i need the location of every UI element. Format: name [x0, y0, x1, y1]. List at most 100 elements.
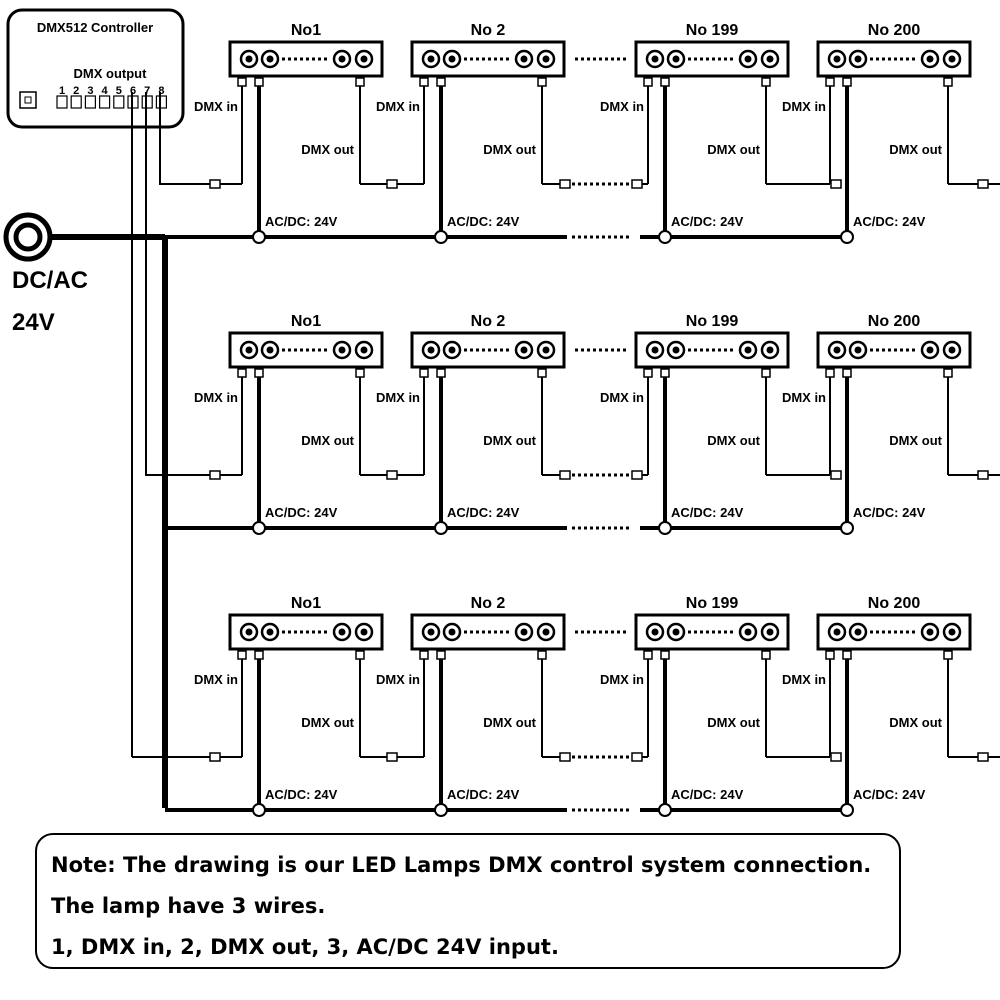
dmx-connector	[559, 179, 571, 189]
lamp-name: No 2	[471, 22, 506, 39]
led-center	[744, 628, 752, 636]
led-center	[448, 55, 456, 63]
led-center	[427, 628, 435, 636]
controller-port-inner	[24, 96, 32, 104]
power-label: AC/DC: 24V	[853, 787, 926, 802]
power-label: AC/DC: 24V	[447, 214, 520, 229]
dmx-connector	[830, 470, 842, 480]
lamp-terminal	[537, 77, 547, 87]
power-junction	[434, 230, 448, 244]
led-center	[833, 55, 841, 63]
dmx-in-label: DMX in	[782, 99, 826, 114]
led-center	[833, 628, 841, 636]
lamp-terminal	[660, 77, 670, 87]
lamp-name: No1	[291, 313, 321, 330]
lamp-terminal	[237, 77, 247, 87]
power-label: AC/DC: 24V	[265, 214, 338, 229]
lamp-terminal	[842, 77, 852, 87]
power-junction	[840, 230, 854, 244]
lamp-terminal	[943, 77, 953, 87]
dmx-channel-number: 3	[87, 85, 93, 97]
lamp-name: No1	[291, 22, 321, 39]
lamp-terminal	[254, 650, 264, 660]
dmx-connector	[209, 752, 221, 762]
dmx-out-label: DMX out	[483, 142, 536, 157]
lamp-terminal	[355, 77, 365, 87]
led-center	[266, 628, 274, 636]
lamp-terminal	[419, 650, 429, 660]
dmx-out-label: DMX out	[301, 142, 354, 157]
led-center	[833, 346, 841, 354]
led-center	[854, 346, 862, 354]
lamp-terminal	[237, 650, 247, 660]
dmx-in-label: DMX in	[376, 99, 420, 114]
dmx-connector	[631, 752, 643, 762]
led-center	[338, 346, 346, 354]
lamp-terminal	[643, 368, 653, 378]
dmx-channel-number: 8	[158, 85, 164, 97]
dmx-in-label: DMX in	[600, 390, 644, 405]
led-center	[266, 346, 274, 354]
power-junction	[434, 521, 448, 535]
lamp-terminal	[943, 368, 953, 378]
lamp-terminal	[643, 650, 653, 660]
power-junction	[252, 803, 266, 817]
dmx-channel-number: 5	[116, 85, 122, 97]
lamp-terminal	[842, 650, 852, 660]
power-junction	[840, 803, 854, 817]
lamp-name: No 200	[868, 313, 921, 330]
led-center	[948, 55, 956, 63]
power-label-line2: 24V	[12, 309, 55, 336]
led-center	[744, 55, 752, 63]
led-center	[854, 628, 862, 636]
dmx-connector	[977, 179, 989, 189]
lamp-terminal	[237, 368, 247, 378]
dmx-out-label: DMX out	[707, 433, 760, 448]
lamp-terminal	[436, 368, 446, 378]
led-center	[651, 55, 659, 63]
led-center	[427, 346, 435, 354]
led-center	[542, 346, 550, 354]
led-center	[427, 55, 435, 63]
dmx-channel-slot	[84, 95, 97, 109]
dmx-in-label: DMX in	[194, 99, 238, 114]
lamp-terminal	[825, 650, 835, 660]
lamp-terminal	[355, 368, 365, 378]
lamp-terminal	[643, 77, 653, 87]
dmx-out-label: DMX out	[889, 433, 942, 448]
dmx-channel-slot	[98, 95, 111, 109]
lamp-terminal	[254, 77, 264, 87]
power-junction	[840, 521, 854, 535]
power-label: AC/DC: 24V	[265, 505, 338, 520]
lamp-terminal	[761, 77, 771, 87]
lamp-name: No 200	[868, 595, 921, 612]
lamp-terminal	[825, 368, 835, 378]
lamp-terminal	[436, 77, 446, 87]
dmx-out-label: DMX out	[483, 433, 536, 448]
dmx-in-label: DMX in	[600, 672, 644, 687]
dmx-channel-number: 6	[130, 85, 136, 97]
led-center	[651, 628, 659, 636]
dmx-connector	[977, 752, 989, 762]
dmx-channel-slot	[155, 95, 167, 109]
power-label: AC/DC: 24V	[447, 505, 520, 520]
dmx-in-label: DMX in	[600, 99, 644, 114]
led-center	[360, 55, 368, 63]
power-source: DC/AC 24V	[3, 212, 88, 336]
dmx-connector	[386, 470, 398, 480]
dmx-in-label: DMX in	[782, 672, 826, 687]
power-junction	[252, 521, 266, 535]
led-center	[338, 55, 346, 63]
led-center	[520, 628, 528, 636]
led-center	[672, 346, 680, 354]
power-label: AC/DC: 24V	[447, 787, 520, 802]
led-center	[542, 628, 550, 636]
led-center	[520, 55, 528, 63]
lamp-terminal	[537, 368, 547, 378]
